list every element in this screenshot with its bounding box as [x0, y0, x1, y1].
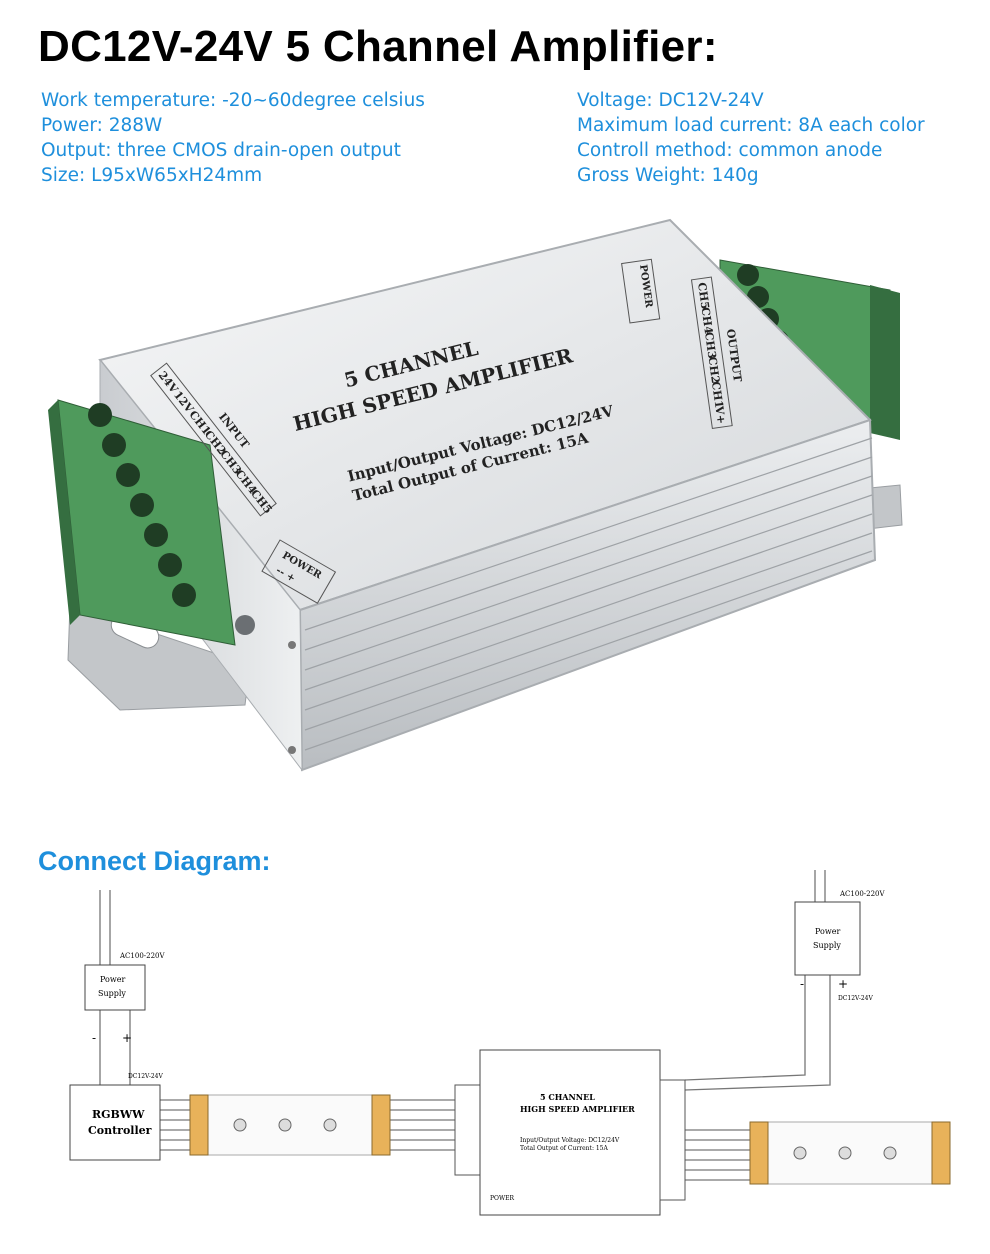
- left-supply-minus: -: [92, 1031, 96, 1045]
- left-supply-ac-label: AC100-220V: [119, 952, 165, 960]
- specs-right: Voltage: DC12V-24V Maximum load current:…: [577, 88, 925, 188]
- controller-label-2: Controller: [88, 1124, 152, 1137]
- left-supply-plus: +: [122, 1031, 132, 1045]
- left-supply-label-1: Power: [100, 975, 125, 984]
- amp-title-1: 5 CHANNEL: [540, 1092, 595, 1102]
- output-pin-ch3: CH3: [702, 331, 719, 359]
- right-supply-ac-label: AC100-220V: [839, 890, 885, 898]
- amp-power: POWER: [490, 1195, 515, 1202]
- right-power-supply: AC100-220V Power Supply - + DC12V-24V: [794, 890, 885, 1002]
- amp-line-3: Input/Output Voltage: DC12/24V: [520, 1137, 620, 1144]
- spec-work-temperature: Work temperature: -20~60degree celsius: [41, 90, 425, 111]
- output-pin-ch2: CH2: [705, 356, 722, 384]
- left-power-supply: AC100-220V Power Supply - + DC12V-24V: [84, 952, 165, 1080]
- output-pin-vplus: V+: [712, 404, 727, 424]
- rgbww-controller: RGBWW Controller: [69, 1084, 161, 1161]
- input-terminal-block: [48, 399, 236, 646]
- left-led-strip: [189, 1094, 391, 1156]
- spec-output: Output: three CMOS drain-open output: [41, 140, 401, 161]
- right-led-strip: [749, 1121, 951, 1185]
- spec-max-load: Maximum load current: 8A each color: [577, 115, 925, 136]
- right-supply-dc-label: DC12V-24V: [838, 995, 873, 1002]
- output-pin-ch1: CH1: [709, 381, 726, 409]
- diagram-amplifier: 5 CHANNEL HIGH SPEED AMPLIFIER Input/Out…: [454, 1049, 686, 1216]
- left-supply-dc-label: DC12V-24V: [128, 1073, 163, 1080]
- spec-power: Power: 288W: [41, 115, 163, 136]
- spec-size: Size: L95xW65xH24mm: [41, 165, 263, 186]
- amp-line-4: Total Output of Current: 15A: [520, 1145, 609, 1152]
- right-supply-label-1: Power: [815, 927, 840, 936]
- section-title-connect-diagram: Connect Diagram:: [38, 846, 271, 876]
- right-supply-plus: +: [838, 977, 848, 991]
- right-supply-label-2: Supply: [813, 941, 841, 950]
- amplifier-product-image: 5 CHANNEL HIGH SPEED AMPLIFIER Input/Out…: [48, 218, 903, 772]
- right-supply-minus: -: [800, 977, 804, 991]
- output-pin-ch4: CH4: [699, 306, 716, 335]
- amp-title-2: HIGH SPEED AMPLIFIER: [520, 1104, 635, 1114]
- output-pin-ch5: CH5: [695, 282, 712, 310]
- page-title: DC12V-24V 5 Channel Amplifier:: [38, 22, 718, 71]
- controller-label-1: RGBWW: [92, 1108, 145, 1121]
- connect-diagram: AC100-220V Power Supply - + DC12V-24V RG…: [69, 870, 951, 1216]
- left-supply-label-2: Supply: [98, 989, 126, 998]
- spec-gross-weight: Gross Weight: 140g: [577, 165, 759, 186]
- specs-left: Work temperature: -20~60degree celsius P…: [41, 88, 425, 188]
- spec-control-method: Controll method: common anode: [577, 140, 883, 161]
- spec-voltage: Voltage: DC12V-24V: [577, 90, 764, 111]
